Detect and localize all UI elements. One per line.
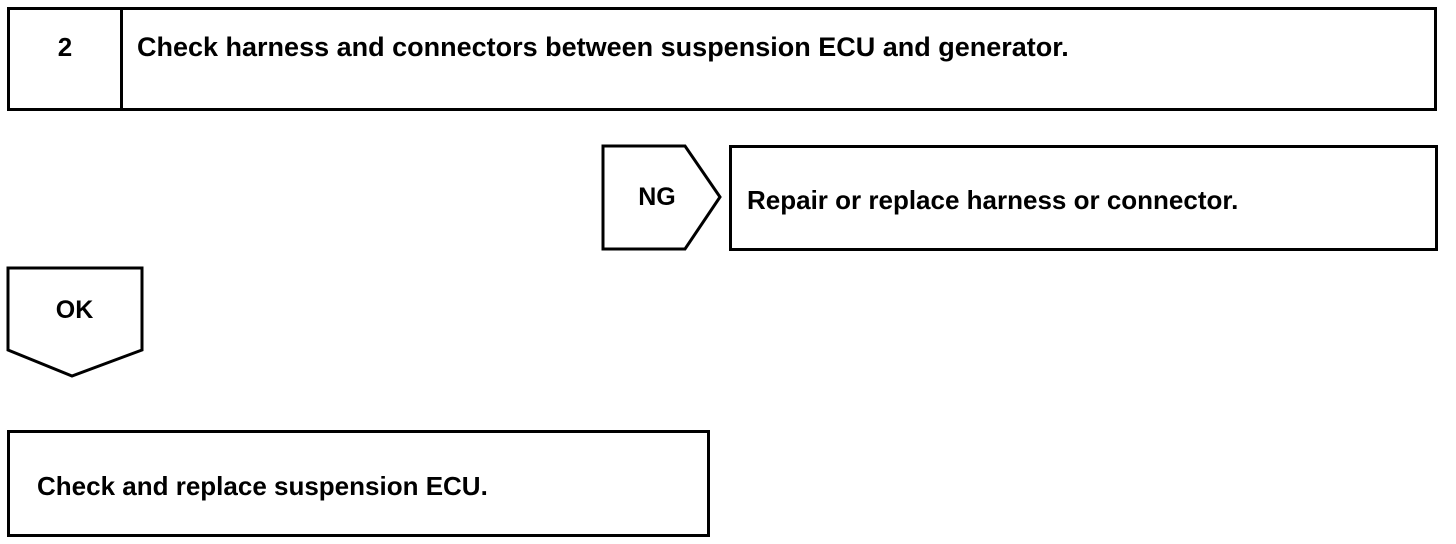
step-box: 2 Check harness and connectors between s… xyxy=(7,7,1437,111)
ok-action-box: Check and replace suspension ECU. xyxy=(7,430,710,537)
ok-label: OK xyxy=(55,296,94,324)
step-divider xyxy=(120,10,123,108)
step-title: Check harness and connectors between sus… xyxy=(137,32,1069,62)
ng-action-text: Repair or replace harness or connector. xyxy=(747,185,1239,215)
ng-label: NG xyxy=(638,183,676,211)
ng-action-box: Repair or replace harness or connector. xyxy=(729,145,1438,251)
ok-action-text: Check and replace suspension ECU. xyxy=(37,471,488,501)
step-number: 2 xyxy=(57,32,73,62)
